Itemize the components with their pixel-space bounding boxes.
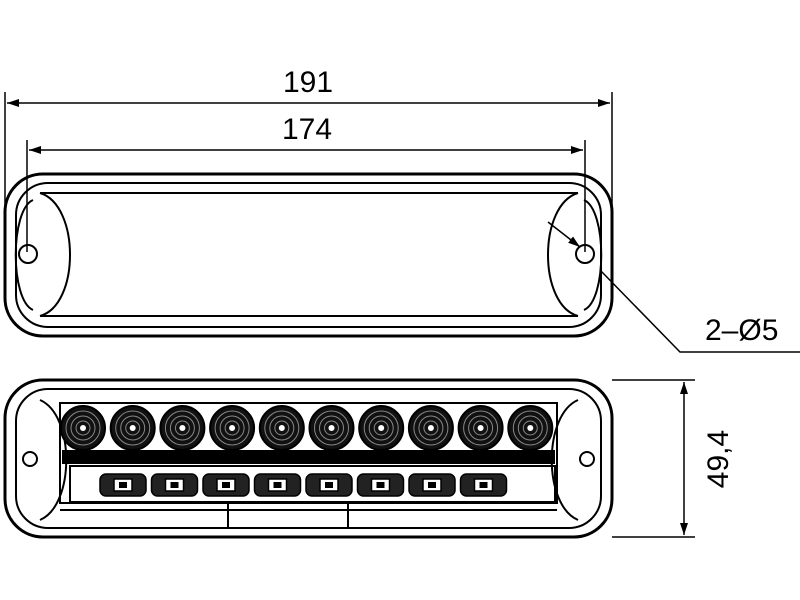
hole-callout: 2–Ø5 — [547, 221, 800, 353]
lens-divider-band — [62, 450, 555, 464]
left-boss-outline — [39, 192, 71, 317]
led-chip-icon — [305, 473, 353, 497]
led-lens-icon — [407, 405, 454, 451]
dimension-label-49-4: 49,4 — [702, 430, 735, 488]
led-lens-icon — [159, 405, 206, 451]
led-lens-icon — [60, 405, 106, 451]
hole-callout-label: 2–Ø5 — [705, 314, 778, 347]
dimension-hole-spacing: 174 — [26, 113, 586, 252]
mounting-hole-left-icon — [18, 244, 38, 264]
front-mounting-hole-right-icon — [579, 451, 595, 467]
led-chip-icon — [408, 473, 456, 497]
led-row-bottom — [99, 473, 508, 497]
front-view — [3, 378, 614, 539]
led-lens-icon — [507, 405, 554, 451]
leader-arrow-hole — [547, 221, 581, 248]
led-lens-icon — [308, 405, 355, 451]
led-lens-icon — [109, 405, 156, 451]
top-view — [3, 172, 614, 338]
dimension-height: 49,4 — [612, 379, 735, 538]
led-lens-icon — [209, 405, 256, 451]
lower-lens-window — [69, 465, 556, 503]
mounting-hole-right-icon — [575, 244, 595, 264]
right-boss-inner — [583, 199, 603, 311]
front-view-inner-outline — [15, 388, 602, 529]
led-chip-icon — [202, 473, 250, 497]
front-mounting-hole-left-icon — [22, 451, 38, 467]
left-boss-inner — [14, 199, 34, 311]
led-row-top — [60, 405, 554, 451]
top-view-outer-outline — [3, 172, 614, 338]
led-chip-icon — [253, 473, 302, 497]
dimension-overall-length: 191 — [4, 66, 613, 240]
led-chip-icon — [150, 473, 199, 497]
right-boss-outline — [547, 192, 579, 317]
dimension-label-174: 174 — [282, 113, 332, 146]
led-chip-icon — [356, 473, 405, 497]
leader-line-hole — [599, 269, 800, 353]
led-lens-icon — [258, 405, 305, 451]
led-chip-icon — [99, 473, 147, 497]
led-lens-icon — [457, 405, 504, 451]
led-chip-icon — [459, 473, 508, 497]
front-view-outer-outline — [3, 378, 614, 539]
top-view-inner-outline — [15, 182, 602, 328]
led-lens-icon — [358, 405, 405, 451]
dimension-label-191: 191 — [283, 66, 333, 99]
